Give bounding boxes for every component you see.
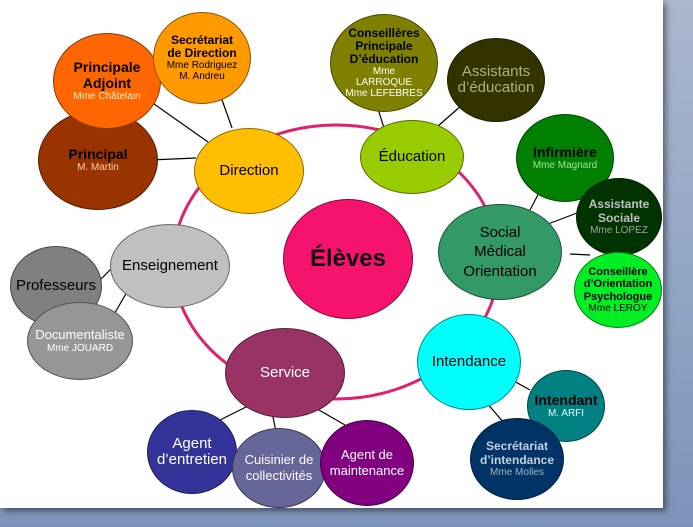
assistante-sociale-node: Assistante Sociale Mme LOPEZ [576, 178, 662, 256]
agent-maintenance-node: Agent de maintenance [320, 420, 414, 506]
diagram-slide: Élèves Direction Principal M. Martin Pri… [10, 12, 662, 508]
direction-node: Direction [194, 128, 304, 214]
enseignement-label: Enseignement [122, 256, 218, 274]
service-node: Service [225, 328, 345, 418]
cpe-name: Mme LARROQUE Mme LEFEBRES [345, 66, 423, 100]
intendance-label: Intendance [431, 352, 507, 370]
documentaliste-title: Documentaliste [35, 327, 125, 343]
enseignement-node: Enseignement [110, 224, 230, 308]
adjoint-title: Principale Adjoint [73, 59, 141, 91]
intendance-node: Intendance [417, 314, 521, 410]
social-label: Social Médical Orientation [463, 223, 537, 280]
education-node: Éducation [360, 120, 464, 194]
secretariat-direction-name: Mme Rodriguez M. Andreu [166, 60, 238, 83]
secretariat-intendance-name: Mme Molles [490, 466, 544, 478]
documentaliste-node: Documentaliste Mme JOUARD [27, 302, 133, 380]
assistants-label: Assistants d’éducation [457, 62, 535, 96]
cpe-node: Conseillères Principale D’éducation Mme … [330, 14, 438, 112]
infirmiere-name: Mme Magnard [532, 160, 598, 172]
infirmiere-title: Infirmière [533, 143, 597, 160]
conseillere-orientation-node: Conseillère d’Orientation Psychologue Mm… [574, 252, 662, 328]
direction-label: Direction [219, 161, 279, 179]
maintenance-label: Agent de maintenance [329, 446, 405, 478]
social-medical-node: Social Médical Orientation [438, 204, 562, 300]
secretariat-direction-node: Secrétariat de Direction Mme Rodriguez M… [153, 12, 251, 104]
education-label: Éducation [378, 147, 446, 165]
center-eleves-node: Élèves [283, 199, 413, 319]
cuisinier-label: Cuisinier de collectivités [244, 451, 314, 483]
agent-entretien-node: Agent d’entretien [147, 410, 237, 494]
cpe-title: Conseillères Principale D’éducation [348, 25, 420, 67]
conseillere-title: Conseillère d’Orientation Psychologue [583, 266, 653, 303]
conseillere-name: Mme LEROY [588, 302, 648, 314]
secretariat-direction-title: Secrétariat de Direction [167, 32, 237, 60]
principale-adjoint-node: Principale Adjoint Mme Châtelain [53, 33, 161, 129]
principal-name: M. Martin [77, 162, 119, 174]
secretariat-intendance-title: Secrétariat d’intendance [479, 439, 554, 467]
cuisinier-node: Cuisinier de collectivités [232, 428, 326, 508]
intendant-title: Intendant [534, 391, 598, 408]
center-label: Élèves [309, 244, 387, 272]
assistante-title: Assistante Sociale [588, 197, 650, 225]
entretien-label: Agent d’entretien [156, 434, 228, 468]
assistante-name: Mme LOPEZ [590, 224, 648, 236]
documentaliste-name: Mme JOUARD [46, 342, 114, 354]
professeurs-label: Professeurs [15, 276, 97, 294]
service-label: Service [259, 363, 311, 381]
secretariat-intendance-node: Secrétariat d’intendance Mme Molles [470, 418, 564, 500]
intendant-name: M. ARFI [547, 408, 585, 420]
assistants-education-node: Assistants d’éducation [447, 38, 545, 122]
adjoint-name: Mme Châtelain [73, 90, 141, 102]
principal-title: Principal [68, 145, 128, 162]
